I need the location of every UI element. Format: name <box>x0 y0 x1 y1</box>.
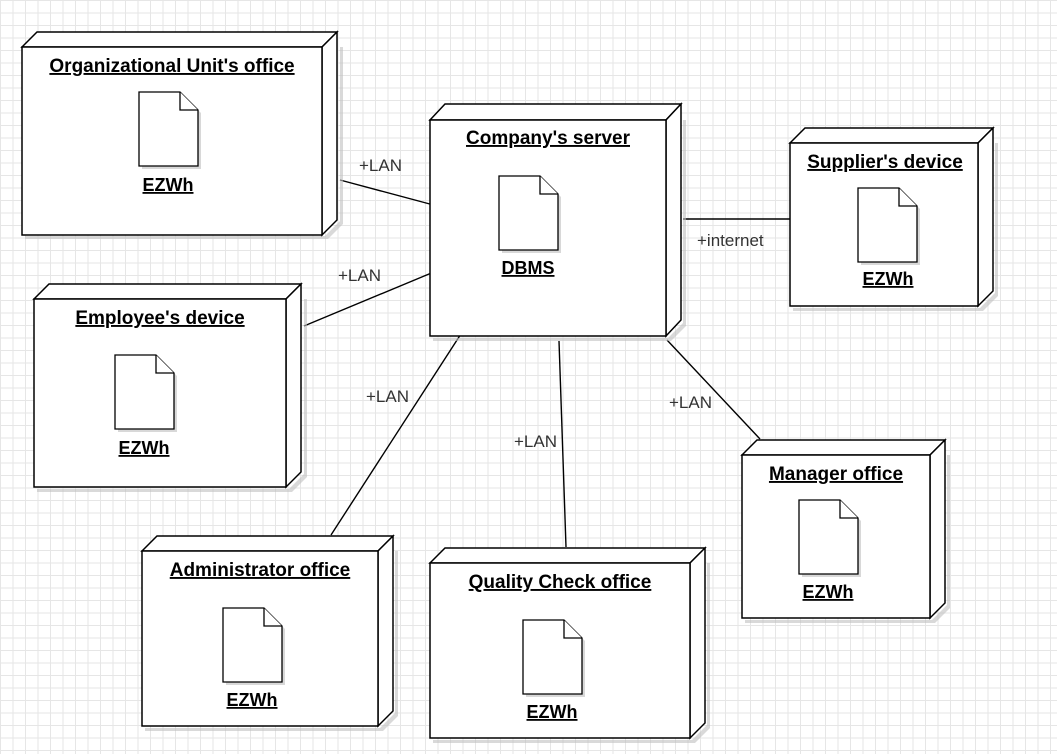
edge-label-administrator-server: +LAN <box>366 387 409 406</box>
artifact-label: EZWh <box>863 269 914 289</box>
edge-label-employee-server: +LAN <box>338 266 381 285</box>
edge-label-manager-server: +LAN <box>669 393 712 412</box>
artifact-label: EZWh <box>527 702 578 722</box>
artifact-document-icon <box>222 607 285 685</box>
connector-manager-server[interactable] <box>666 339 761 440</box>
node-org-unit-office[interactable]: Organizational Unit's office EZWh <box>20 30 343 239</box>
artifact-document-icon <box>138 91 201 169</box>
node-company-server[interactable]: Company's server DBMS <box>428 102 686 341</box>
node-title: Employee's device <box>75 308 244 329</box>
node-title: Administrator office <box>170 560 351 581</box>
connector-quality-server[interactable] <box>558 340 567 548</box>
node-title: Supplier's device <box>807 152 963 173</box>
artifact-label: EZWh <box>119 438 170 458</box>
node-title: Company's server <box>466 128 631 149</box>
connections: +LAN +LAN +internet +LAN +LAN +LAN <box>303 156 790 548</box>
node-administrator-office[interactable]: Administrator office EZWh <box>140 534 398 731</box>
connector-org-unit-server[interactable] <box>339 179 442 208</box>
connector-employee-server[interactable] <box>303 268 442 327</box>
artifact-label: DBMS <box>502 258 555 278</box>
edge-label-org-unit-server: +LAN <box>359 156 402 175</box>
artifact-label: EZWh <box>227 690 278 710</box>
artifact-document-icon <box>857 187 920 265</box>
node-title: Manager office <box>769 464 903 485</box>
artifact-document-icon <box>522 619 585 697</box>
node-title: Quality Check office <box>469 572 652 593</box>
artifact-label: EZWh <box>803 582 854 602</box>
node-manager-office[interactable]: Manager office EZWh <box>740 438 950 623</box>
node-employee-device[interactable]: Employee's device EZWh <box>32 282 307 492</box>
artifact-document-icon <box>798 499 861 577</box>
node-supplier-device[interactable]: Supplier's device EZWh <box>788 126 998 311</box>
node-title: Organizational Unit's office <box>49 56 294 77</box>
edge-label-quality-server: +LAN <box>514 432 557 451</box>
edge-label-supplier-server: +internet <box>697 231 764 250</box>
artifact-document-icon <box>498 175 561 253</box>
artifact-document-icon <box>114 354 177 432</box>
artifact-label: EZWh <box>143 175 194 195</box>
node-quality-check-office[interactable]: Quality Check office EZWh <box>428 546 710 743</box>
